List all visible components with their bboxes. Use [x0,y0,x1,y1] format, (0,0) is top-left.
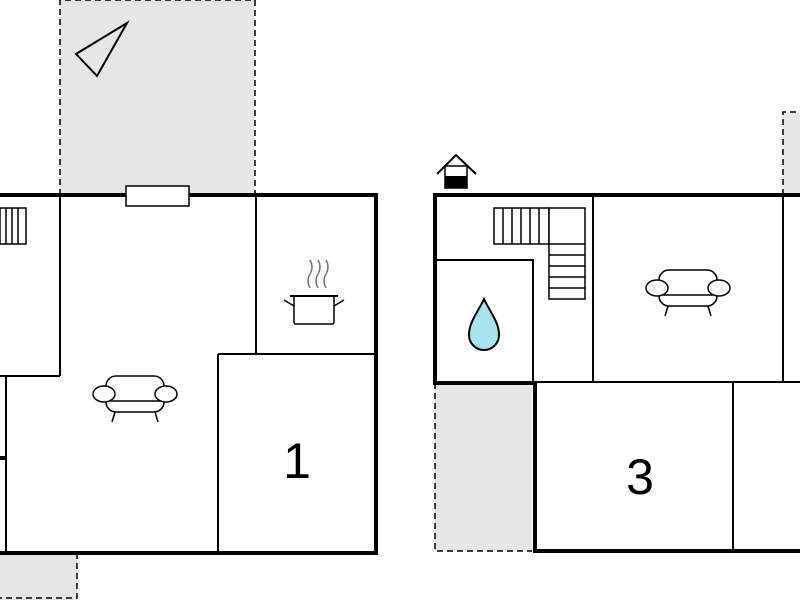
north-arrow-icon [74,20,130,78]
sofa-icon [92,375,178,423]
window [125,185,190,207]
terrace-right-border [782,111,800,195]
terrace-top [60,0,255,195]
outer-wall [533,383,800,553]
sofa-icon [645,269,731,317]
kitchen-pot-icon [283,259,345,325]
terrace-bottom [435,383,532,551]
terrace-right [783,112,800,195]
entrance-icon [436,153,477,189]
stairs-icon [0,207,27,245]
outer-wall [0,193,378,555]
bathroom-drop-icon [467,296,501,351]
room-label-3: 3 [626,449,654,505]
terrace-bottom-border [0,553,78,599]
bathroom-wall [437,259,534,382]
terrace-bottom-border [434,383,532,552]
room-label-1: 1 [283,433,311,489]
outer-wall [433,193,800,385]
floor-left: 1 [0,0,378,600]
stairs-icon [493,207,586,300]
terrace-bottom [0,553,77,600]
floor-right: 3 [433,111,800,553]
